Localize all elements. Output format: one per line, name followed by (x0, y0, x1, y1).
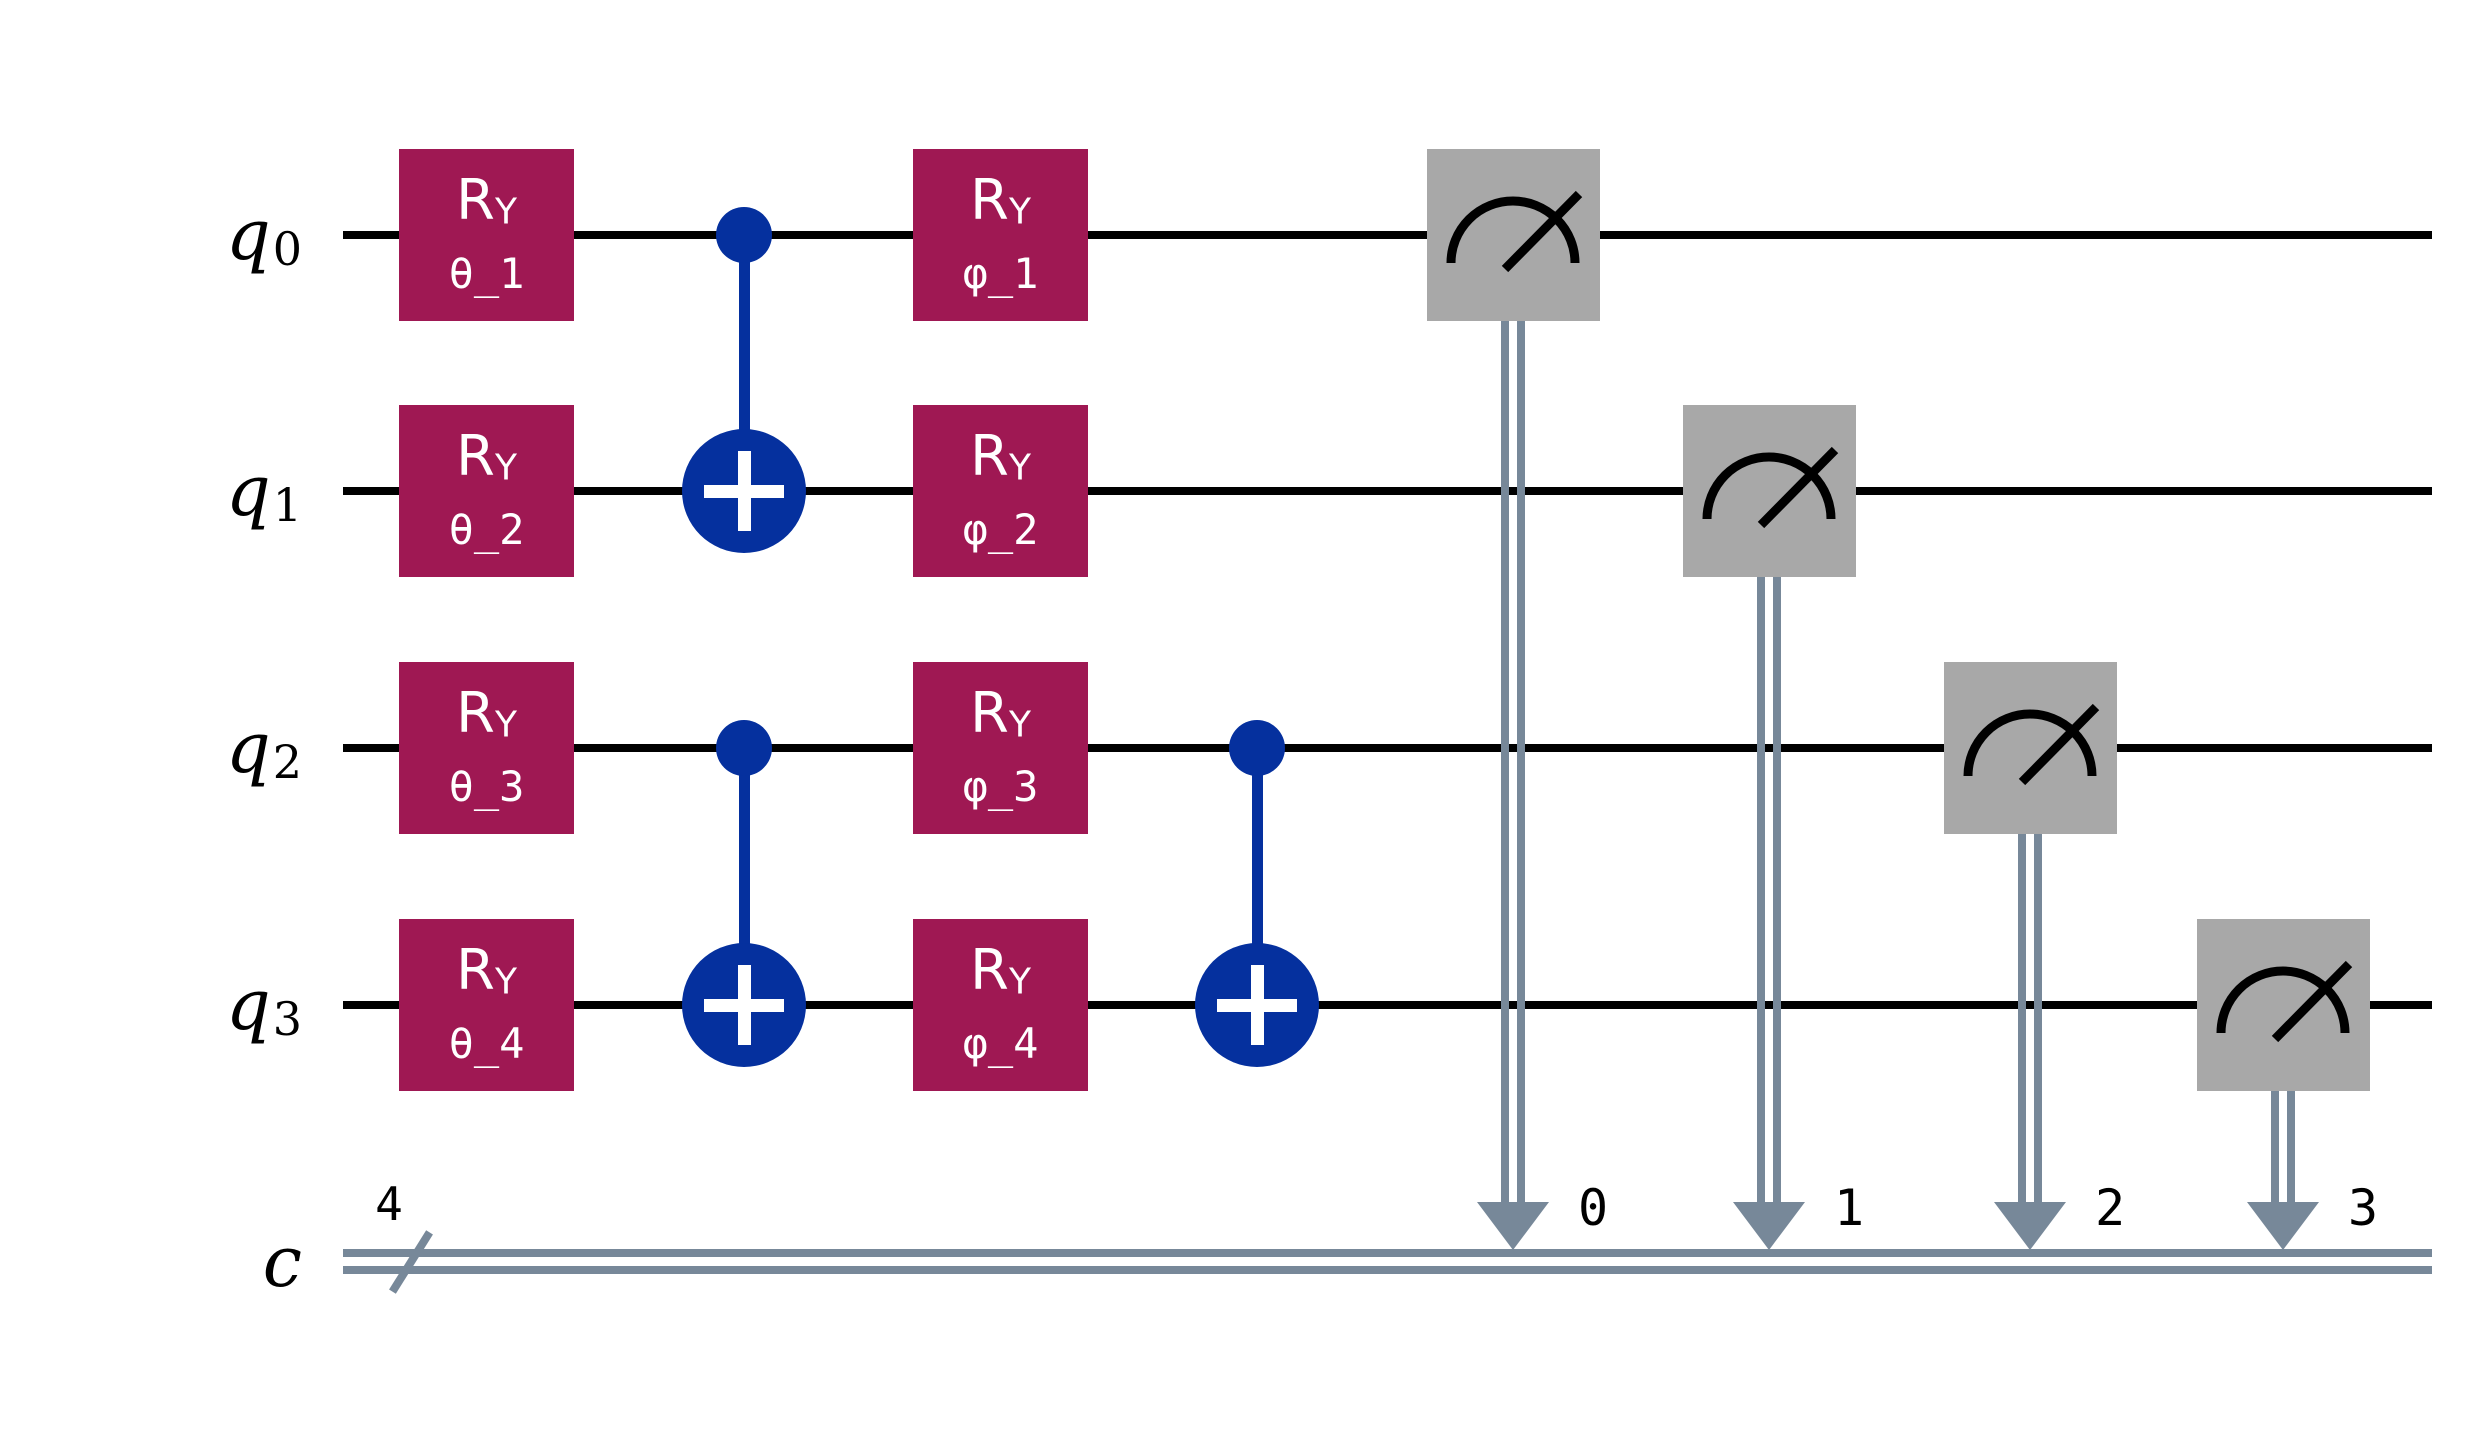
qubit-wire-q0 (343, 231, 2432, 239)
gate-label: RY (970, 170, 1031, 243)
measure-cline-q1-left (1757, 577, 1765, 1208)
clbit-label-0: 0 (1577, 1179, 1609, 1237)
plus-icon-v (737, 451, 751, 531)
qubit-name: q (225, 450, 271, 532)
qubit-name: q (225, 194, 271, 276)
measure-cline-q0-left (1501, 321, 1509, 1208)
measure-cline-q1-right (1773, 577, 1781, 1208)
measure-gate-q2 (1944, 662, 2117, 834)
qubit-name: q (225, 964, 271, 1046)
gate-axis: Y (1008, 961, 1031, 1003)
measure-cline-q2-left (2018, 834, 2026, 1208)
classical-wire-bottom (343, 1266, 2432, 1274)
ry-gate-theta2: RY θ_2 (399, 405, 574, 577)
measure-cline-q3-left (2271, 1091, 2279, 1208)
ry-gate-theta1: RY θ_1 (399, 149, 574, 321)
cnot-connector-q2-q3-second (1252, 748, 1263, 1005)
gate-axis: Y (1008, 191, 1031, 233)
gate-letter: R (970, 938, 1009, 1004)
qubit-index: 3 (272, 992, 302, 1047)
qubit-label-q0: q0 (110, 190, 302, 280)
measure-icon (1446, 190, 1583, 273)
qubit-wire-q3 (343, 1001, 2432, 1009)
measure-cline-q2-right (2034, 834, 2042, 1208)
ry-gate-theta4: RY θ_4 (399, 919, 574, 1091)
qubit-label-q2: q2 (110, 703, 302, 793)
gate-letter: R (456, 424, 495, 490)
clbit-label-3: 3 (2347, 1179, 2379, 1237)
cnot-control-dot-q2 (716, 720, 772, 776)
clbit-label-2: 2 (2094, 1179, 2126, 1237)
measure-icon (2216, 960, 2353, 1043)
gate-label: RY (456, 683, 517, 756)
ry-gate-phi3: RY φ_3 (913, 662, 1088, 834)
gate-label: RY (970, 426, 1031, 499)
qubit-index: 2 (272, 735, 302, 790)
cnot-target-icon-q3-second (1195, 943, 1319, 1067)
gate-letter: R (456, 938, 495, 1004)
gate-axis: Y (494, 961, 517, 1003)
ry-gate-phi4: RY φ_4 (913, 919, 1088, 1091)
qubit-wire-q2 (343, 744, 2432, 752)
cnot-connector-q2-q3 (739, 748, 750, 1005)
classical-wire-top (343, 1249, 2432, 1257)
cnot-target-icon-q3 (682, 943, 806, 1067)
gate-letter: R (970, 424, 1009, 490)
qubit-label-q1: q1 (110, 446, 302, 536)
measure-arrow-icon-0 (1477, 1202, 1549, 1250)
gate-letter: R (970, 681, 1009, 747)
cnot-target-icon-q1 (682, 429, 806, 553)
classical-register-label: c (110, 1217, 302, 1307)
gate-letter: R (456, 168, 495, 234)
gate-label: RY (456, 940, 517, 1013)
measure-arrow-icon-3 (2247, 1202, 2319, 1250)
gate-param: θ_2 (448, 504, 525, 554)
qubit-wire-q1 (343, 487, 2432, 495)
classical-bundle-size: 4 (375, 1177, 403, 1231)
gate-label: RY (456, 170, 517, 243)
gate-label: RY (456, 426, 517, 499)
measure-cline-q3-right (2287, 1091, 2295, 1208)
measure-gate-q1 (1683, 405, 1856, 577)
measure-cline-q0-right (1517, 321, 1525, 1208)
plus-icon-v (1250, 965, 1264, 1045)
measure-gate-q3 (2197, 919, 2370, 1091)
cnot-connector-q0-q1 (739, 235, 750, 491)
measure-icon (1702, 446, 1839, 529)
gate-param: θ_1 (448, 248, 525, 298)
gate-param: θ_3 (448, 761, 525, 811)
gate-letter: R (970, 168, 1009, 234)
classical-name: c (262, 1221, 302, 1303)
gate-param: θ_4 (448, 1018, 525, 1068)
gate-axis: Y (494, 704, 517, 746)
measure-icon (1963, 703, 2100, 786)
gate-axis: Y (1008, 704, 1031, 746)
ry-gate-phi1: RY φ_1 (913, 149, 1088, 321)
gate-param: φ_4 (962, 1018, 1039, 1068)
measure-gate-q0 (1427, 149, 1600, 321)
gate-axis: Y (1008, 447, 1031, 489)
gate-label: RY (970, 683, 1031, 756)
qubit-index: 0 (272, 222, 302, 277)
qubit-name: q (225, 707, 271, 789)
cnot-control-dot-q0 (716, 207, 772, 263)
qubit-index: 1 (272, 478, 302, 533)
gate-param: φ_3 (962, 761, 1039, 811)
ry-gate-theta3: RY θ_3 (399, 662, 574, 834)
ry-gate-phi2: RY φ_2 (913, 405, 1088, 577)
plus-icon-v (737, 965, 751, 1045)
qubit-label-q3: q3 (110, 960, 302, 1050)
gate-param: φ_1 (962, 248, 1039, 298)
gate-axis: Y (494, 191, 517, 233)
measure-arrow-icon-1 (1733, 1202, 1805, 1250)
bundle-slash-icon (389, 1230, 433, 1294)
cnot-control-dot-q2-second (1229, 720, 1285, 776)
gate-param: φ_2 (962, 504, 1039, 554)
gate-axis: Y (494, 447, 517, 489)
clbit-label-1: 1 (1833, 1179, 1865, 1237)
measure-arrow-icon-2 (1994, 1202, 2066, 1250)
gate-letter: R (456, 681, 495, 747)
gate-label: RY (970, 940, 1031, 1013)
